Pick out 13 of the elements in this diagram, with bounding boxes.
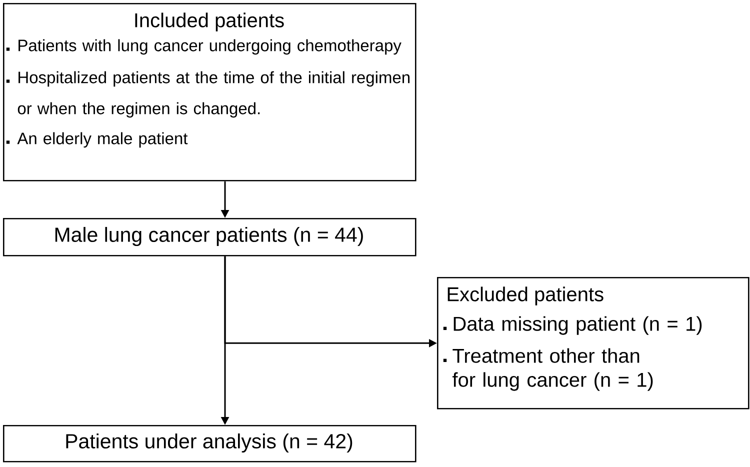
bullet-item: An elderly male patient	[6, 132, 188, 148]
flow-box	[437, 277, 750, 410]
flow-box	[3, 425, 416, 462]
bullet-item: Patients with lung cancer undergoing chemotherapy	[6, 39, 402, 55]
box-label: Male lung cancer patients (n = 44)	[55, 226, 363, 246]
flow-box	[3, 218, 416, 256]
box-heading: Excluded patients	[448, 286, 604, 306]
bullet-item: Data missing patient (n = 1)	[443, 316, 702, 335]
bullet-item: Hospitalized patients at the time of the initial regimen or when the regimen is changed.	[6, 71, 410, 118]
flow-box	[3, 3, 416, 182]
box-heading: Included patients	[135, 12, 284, 32]
bullet-item: Treatment other than for lung cancer (n = 1)	[443, 348, 653, 391]
box-label: Patients under analysis (n = 42)	[66, 433, 352, 453]
